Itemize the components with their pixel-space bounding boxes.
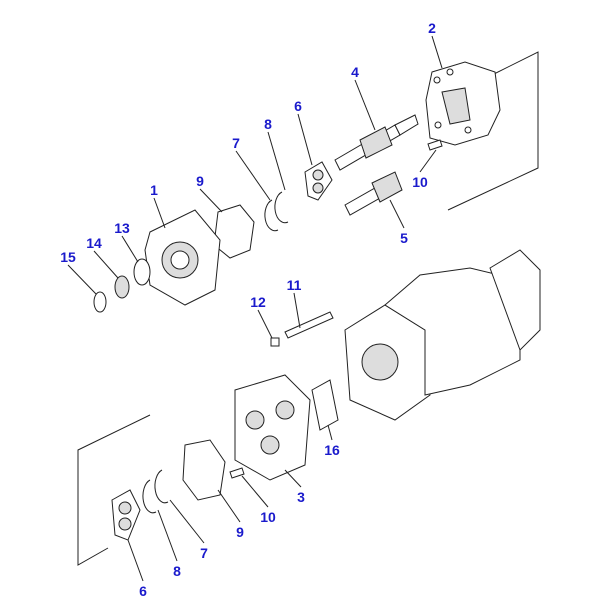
part-9-gasket-upper [213, 204, 255, 259]
callout-1: 1 [150, 182, 158, 198]
part-4-shaft [334, 114, 419, 171]
part-6-bushing-lower [111, 489, 141, 541]
callout-8: 8 [264, 116, 272, 132]
part-12-washer [270, 337, 280, 347]
callout-3: 3 [297, 489, 305, 505]
callout-4: 4 [351, 64, 359, 80]
callout-9: 9 [196, 173, 204, 189]
part-15-snap-ring [93, 291, 107, 313]
part-3-body [234, 374, 311, 481]
part-13-seal [133, 258, 151, 286]
leader-lines [67, 35, 443, 582]
callout-11: 11 [287, 277, 302, 293]
callout-10: 10 [412, 174, 428, 190]
callout-15: 15 [60, 249, 76, 265]
callout-16: 16 [324, 442, 340, 458]
rings-lower [142, 469, 169, 514]
callout-2: 2 [428, 20, 436, 36]
part-10-pin-upper [427, 139, 443, 151]
callout-9-lower: 9 [236, 524, 244, 540]
pump-assembly [344, 249, 541, 421]
callout-6-lower: 6 [139, 583, 147, 599]
part-11-bolt [284, 311, 334, 339]
part-6-bushing-upper [304, 161, 333, 201]
part-1-cover [144, 209, 221, 306]
callout-14: 14 [86, 235, 102, 251]
part-9-gasket-lower [182, 439, 226, 501]
callout-10-lower: 10 [260, 509, 276, 525]
callout-7-lower: 7 [200, 545, 208, 561]
part-14-retainer [114, 275, 130, 299]
reference-frame-upper [77, 51, 539, 566]
rings-upper [264, 191, 289, 232]
callout-6: 6 [294, 98, 302, 114]
part-10-pin-lower [229, 467, 245, 479]
part-2-flange [425, 61, 501, 146]
callout-8-lower: 8 [173, 563, 181, 579]
callout-13: 13 [114, 220, 130, 236]
callout-7: 7 [232, 135, 240, 151]
part-16-bushing [311, 379, 339, 431]
callout-12: 12 [250, 294, 266, 310]
part-5-gear-shaft [344, 171, 403, 216]
callout-5: 5 [400, 230, 408, 246]
